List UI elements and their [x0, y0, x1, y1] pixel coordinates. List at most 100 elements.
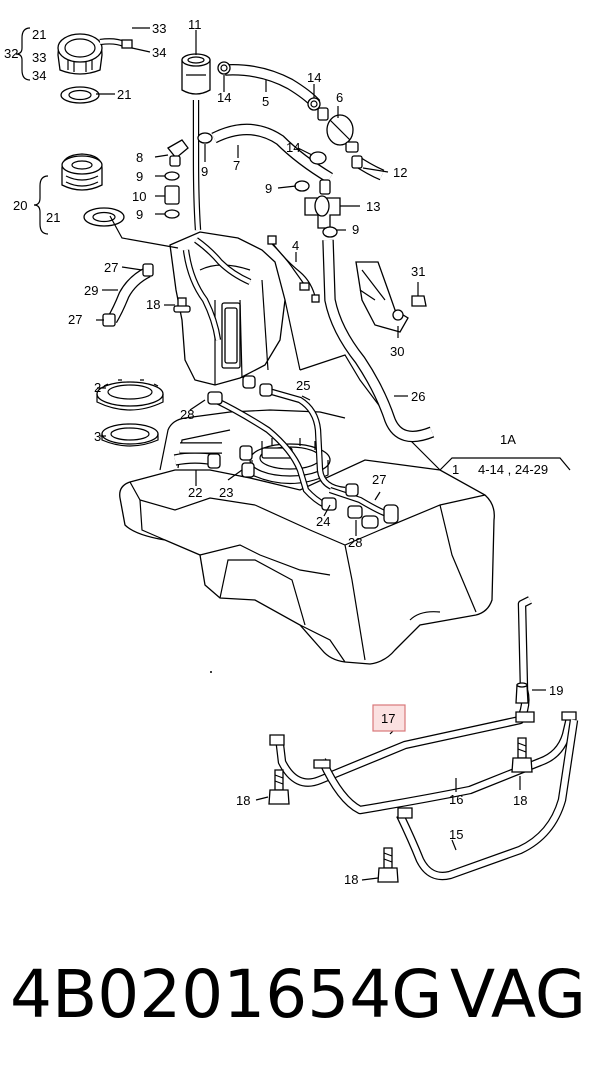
callout-20: 20 — [13, 198, 27, 213]
connectors-25 — [242, 375, 273, 397]
callout-18-left: 18 — [236, 793, 250, 808]
callout-14-a: 14 — [217, 90, 231, 105]
bracket-30 — [355, 261, 409, 333]
clamp-14-c — [309, 151, 327, 165]
callout-27-b: 27 — [68, 312, 82, 327]
hose-assembly-27 — [328, 486, 399, 529]
callout-11: 11 — [188, 17, 202, 32]
callout-30: 30 — [390, 344, 404, 359]
bolt-18-left — [268, 769, 290, 805]
callout-1: 1 — [452, 462, 459, 477]
callout-21-lower: 21 — [46, 210, 60, 225]
callout-31: 31 — [411, 264, 425, 279]
clamp-9-c — [322, 226, 338, 238]
callout-17: 17 — [381, 711, 395, 726]
bolt-18-bottom — [377, 847, 399, 883]
callout-6: 6 — [336, 90, 343, 105]
clamp-14-a — [217, 61, 231, 75]
callout-28-a: 28 — [180, 407, 194, 422]
sender-4 — [267, 235, 320, 303]
footer: 4B0201654G VAG — [0, 950, 600, 1040]
sleeve-10 — [164, 185, 180, 205]
callout-3: 3 — [94, 429, 101, 444]
callout-labels: 33 34 21 32 33 34 21 11 14 5 14 6 14 12 … — [4, 17, 563, 887]
vent-hose-5 — [224, 64, 321, 108]
callout-9-d: 9 — [265, 181, 272, 196]
clamp-9-e — [164, 209, 180, 219]
callout-14-c: 14 — [286, 140, 300, 155]
callout-32: 32 — [4, 46, 18, 61]
fuel-line-25 — [213, 386, 346, 508]
clamp-14-b — [307, 97, 321, 111]
reference-mark — [210, 671, 212, 673]
callout-9-b: 9 — [136, 169, 143, 184]
callout-19: 19 — [549, 683, 563, 698]
group-brace-32 — [15, 27, 31, 81]
callout-12: 12 — [393, 165, 407, 180]
leader-lines — [96, 27, 546, 881]
callout-9-a: 9 — [201, 164, 208, 179]
hose-29 — [107, 266, 151, 323]
clip-31 — [411, 295, 427, 307]
callout-9-e: 9 — [352, 222, 359, 237]
callout-18-right: 18 — [513, 793, 527, 808]
callout-21-top: 21 — [32, 27, 46, 42]
callout-34-top: 34 — [152, 45, 166, 60]
callout-8: 8 — [136, 150, 143, 165]
screw-18-upper — [173, 297, 191, 313]
callout-33-top: 33 — [152, 21, 166, 36]
clamp-9-d — [164, 171, 180, 181]
connector-28-a — [207, 391, 223, 405]
hose-clip-27-b — [102, 313, 116, 327]
callout-24: 24 — [316, 514, 330, 529]
fuel-filler-cap-20 — [61, 153, 125, 227]
callout-26: 26 — [411, 389, 425, 404]
connector-24 — [321, 483, 359, 511]
tank-strap-15 — [396, 719, 579, 881]
callout-27-c: 27 — [372, 472, 386, 487]
bolt-18-right — [511, 737, 533, 773]
callout-25: 25 — [296, 378, 310, 393]
elbow-8 — [167, 139, 189, 167]
callout-1a-range: 4-14 , 24-29 — [478, 462, 548, 477]
hose-clip-27-a — [142, 263, 154, 277]
connector-28-b — [347, 505, 363, 519]
clamp-9-b — [294, 180, 310, 192]
callout-1a: 1A — [500, 432, 516, 447]
fuel-filler-cap-assembly-32 — [57, 33, 133, 104]
part-number: 4B0201654G — [10, 956, 443, 1033]
spacer-19 — [515, 682, 529, 704]
callout-27-a: 27 — [104, 260, 118, 275]
fuel-tank-body — [119, 231, 495, 665]
lock-ring-2 — [96, 379, 164, 411]
clamp-9-a — [197, 132, 213, 144]
callout-23: 23 — [219, 485, 233, 500]
callout-16: 16 — [449, 792, 463, 807]
callout-2: 2 — [94, 380, 101, 395]
callout-28-b: 28 — [348, 535, 362, 550]
callout-22: 22 — [188, 485, 202, 500]
callout-29: 29 — [84, 283, 98, 298]
group-brace-1a — [439, 457, 571, 471]
hose-26 — [322, 239, 435, 443]
brand-name: VAG — [449, 956, 586, 1033]
breather-valve-11 — [181, 53, 211, 95]
hose-7 — [211, 123, 333, 183]
fuel-tank-exploded-diagram: 33 34 21 32 33 34 21 11 14 5 14 6 14 12 … — [4, 17, 579, 887]
callout-13: 13 — [366, 199, 380, 214]
callout-5: 5 — [262, 94, 269, 109]
callout-18-upper: 18 — [146, 297, 160, 312]
tee-piece-13 — [304, 179, 341, 229]
callout-7: 7 — [233, 158, 240, 173]
callout-15: 15 — [449, 827, 463, 842]
hose-from-valve-11 — [192, 100, 202, 231]
highlight-box-17 — [372, 704, 406, 732]
callout-10: 10 — [132, 189, 146, 204]
callout-33-group: 33 — [32, 50, 46, 65]
seal-3 — [101, 423, 159, 447]
callout-4: 4 — [292, 238, 299, 253]
group-brace-20 — [33, 175, 49, 235]
callout-14-b: 14 — [307, 70, 321, 85]
callout-9-c: 9 — [136, 207, 143, 222]
valve-6 — [317, 107, 363, 169]
